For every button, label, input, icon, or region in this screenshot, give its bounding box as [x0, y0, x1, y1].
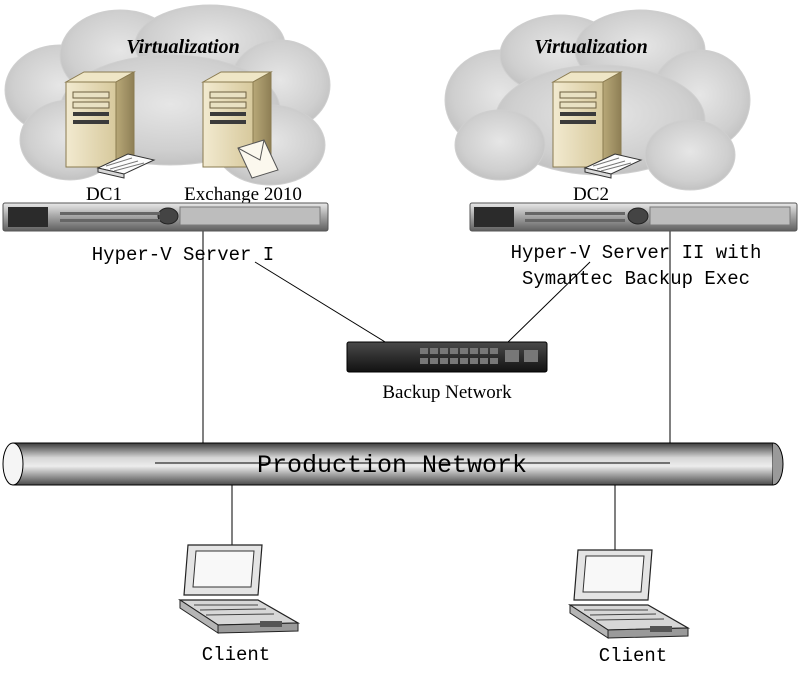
production-network-label: Production Network	[257, 451, 527, 480]
dc1-label: DC1	[86, 184, 122, 205]
client-left-label: Client	[202, 644, 270, 666]
exchange-label: Exchange 2010	[184, 184, 302, 205]
backup-switch-icon	[346, 341, 548, 373]
hyperv-server-2-label-line2: Symantec Backup Exec	[522, 268, 750, 290]
hyperv-server-2-label-line1: Hyper-V Server II with	[511, 242, 762, 264]
backup-network-label: Backup Network	[382, 382, 512, 403]
cloud-left-label: Virtualization	[126, 36, 239, 58]
client-laptop-left-icon	[177, 544, 301, 634]
dc2-server-icon	[551, 71, 623, 168]
client-laptop-right-icon	[567, 549, 691, 639]
dc1-device-icon	[96, 153, 156, 179]
dc2-device-icon	[583, 153, 643, 179]
dc1-server-icon	[64, 71, 136, 168]
hyperv-server-1-icon	[2, 202, 329, 232]
production-network-pipe	[2, 442, 784, 486]
client-right-label: Client	[599, 645, 667, 667]
hyperv-server-1-label: Hyper-V Server I	[92, 244, 274, 266]
hyperv-server-2-icon	[469, 202, 798, 232]
cloud-right-label: Virtualization	[534, 36, 647, 58]
virtualization-cloud-left: Virtualization	[4, 4, 331, 186]
envelope-icon	[237, 139, 279, 179]
dc2-label: DC2	[573, 184, 609, 205]
